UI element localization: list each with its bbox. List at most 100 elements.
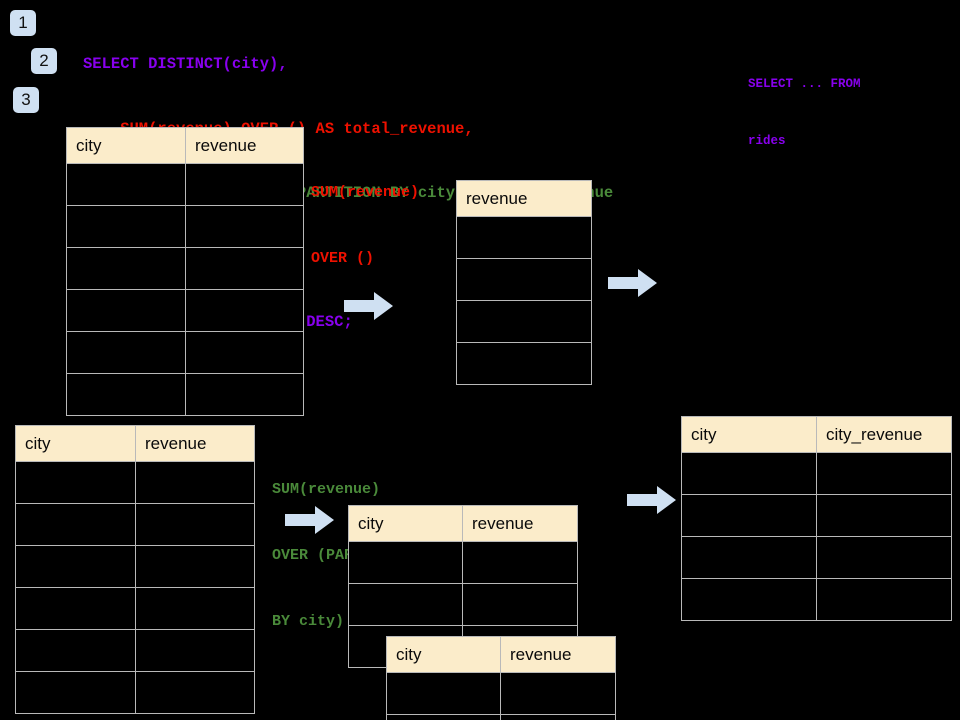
cell-city: [66, 163, 186, 206]
table-row: [348, 583, 578, 626]
cell-revenue: [456, 342, 592, 385]
partition-group-table-b: city revenue: [386, 636, 616, 720]
cell-revenue: [456, 300, 592, 343]
total-revenue-table: revenue: [456, 180, 592, 385]
step-badge-2: 2: [31, 48, 57, 74]
sql-line-1: SELECT DISTINCT(city),: [83, 55, 288, 73]
annotation-total-revenue-line-1: SUM(revenue): [311, 184, 420, 201]
arrow-bottom-right: [627, 486, 676, 514]
cell-revenue: [185, 331, 304, 374]
cell-revenue: [135, 503, 255, 546]
cell-city: [66, 247, 186, 290]
cell-revenue: [135, 461, 255, 504]
cell-city: [15, 503, 136, 546]
result-table: city city_revenue: [681, 416, 952, 621]
cell-revenue: [135, 629, 255, 672]
column-header-revenue: revenue: [135, 425, 255, 462]
table-row: [348, 541, 578, 584]
cell-revenue: [135, 545, 255, 588]
table-row: [456, 258, 592, 301]
cell-city: [15, 629, 136, 672]
cell-city: [681, 578, 817, 621]
table-row: [15, 461, 255, 504]
table-row: [681, 578, 952, 621]
cell-revenue: [135, 671, 255, 714]
cell-revenue: [462, 541, 578, 584]
cell-city-revenue: [816, 578, 952, 621]
column-header-city-revenue: city_revenue: [816, 416, 952, 453]
cell-city: [15, 461, 136, 504]
cell-city: [681, 494, 817, 537]
annotation-city-revenue-line-3: BY city): [272, 613, 345, 630]
column-header-revenue: revenue: [500, 636, 616, 673]
column-header-city: city: [386, 636, 501, 673]
cell-city: [681, 452, 817, 495]
cell-city: [15, 671, 136, 714]
cell-revenue: [185, 163, 304, 206]
cell-city: [66, 205, 186, 248]
cell-revenue: [185, 205, 304, 248]
arrow-top-left: [344, 292, 393, 320]
table-row: [456, 342, 592, 385]
table-row: [681, 536, 952, 579]
column-header-city: city: [66, 127, 186, 164]
column-header-revenue: revenue: [456, 180, 592, 217]
side-note-select-from-rides: SELECT ... FROM rides: [748, 37, 861, 189]
table-header-row: city revenue: [348, 505, 578, 542]
table-body: [386, 672, 616, 720]
table-row: [15, 671, 255, 714]
step-badge-1: 1: [10, 10, 36, 36]
table-header-row: city city_revenue: [681, 416, 952, 453]
table-row: [15, 629, 255, 672]
table-body: [456, 216, 592, 385]
table-row: [66, 289, 304, 332]
arrow-bottom-left: [285, 506, 334, 534]
table-body: [15, 461, 255, 714]
table-row: [15, 503, 255, 546]
arrow-top-right: [608, 269, 657, 297]
cell-city: [15, 587, 136, 630]
cell-revenue: [456, 258, 592, 301]
cell-revenue: [185, 289, 304, 332]
column-header-city: city: [348, 505, 463, 542]
cell-revenue: [456, 216, 592, 259]
rides-source-table: city revenue: [66, 127, 304, 416]
table-row: [66, 163, 304, 206]
side-note-line-1: SELECT ... FROM: [748, 77, 861, 91]
cell-revenue: [185, 247, 304, 290]
table-row: [456, 300, 592, 343]
cell-revenue: [135, 587, 255, 630]
table-header-row: revenue: [456, 180, 592, 217]
column-header-city: city: [15, 425, 136, 462]
table-header-row: city revenue: [386, 636, 616, 673]
cell-revenue: [185, 373, 304, 416]
cell-revenue: [500, 672, 616, 715]
cell-city: [66, 373, 186, 416]
table-header-row: city revenue: [15, 425, 255, 462]
cell-revenue: [462, 583, 578, 626]
cell-city: [348, 583, 463, 626]
column-header-revenue: revenue: [462, 505, 578, 542]
table-row: [681, 452, 952, 495]
side-note-line-2: rides: [748, 134, 786, 148]
annotation-total-revenue-line-2: OVER (): [311, 250, 375, 267]
cell-city: [15, 545, 136, 588]
annotation-city-revenue-line-1: SUM(revenue): [272, 481, 381, 498]
cell-city: [386, 672, 501, 715]
cell-city-revenue: [816, 494, 952, 537]
cell-revenue: [500, 714, 616, 720]
table-row: [456, 216, 592, 259]
table-row: [66, 205, 304, 248]
table-body: [66, 163, 304, 416]
step-badge-3: 3: [13, 87, 39, 113]
cell-city-revenue: [816, 536, 952, 579]
table-header-row: city revenue: [66, 127, 304, 164]
cell-city: [66, 289, 186, 332]
cell-city-revenue: [816, 452, 952, 495]
table-row: [386, 672, 616, 715]
cell-city: [348, 541, 463, 584]
table-row: [66, 331, 304, 374]
cell-city: [66, 331, 186, 374]
column-header-city: city: [681, 416, 817, 453]
